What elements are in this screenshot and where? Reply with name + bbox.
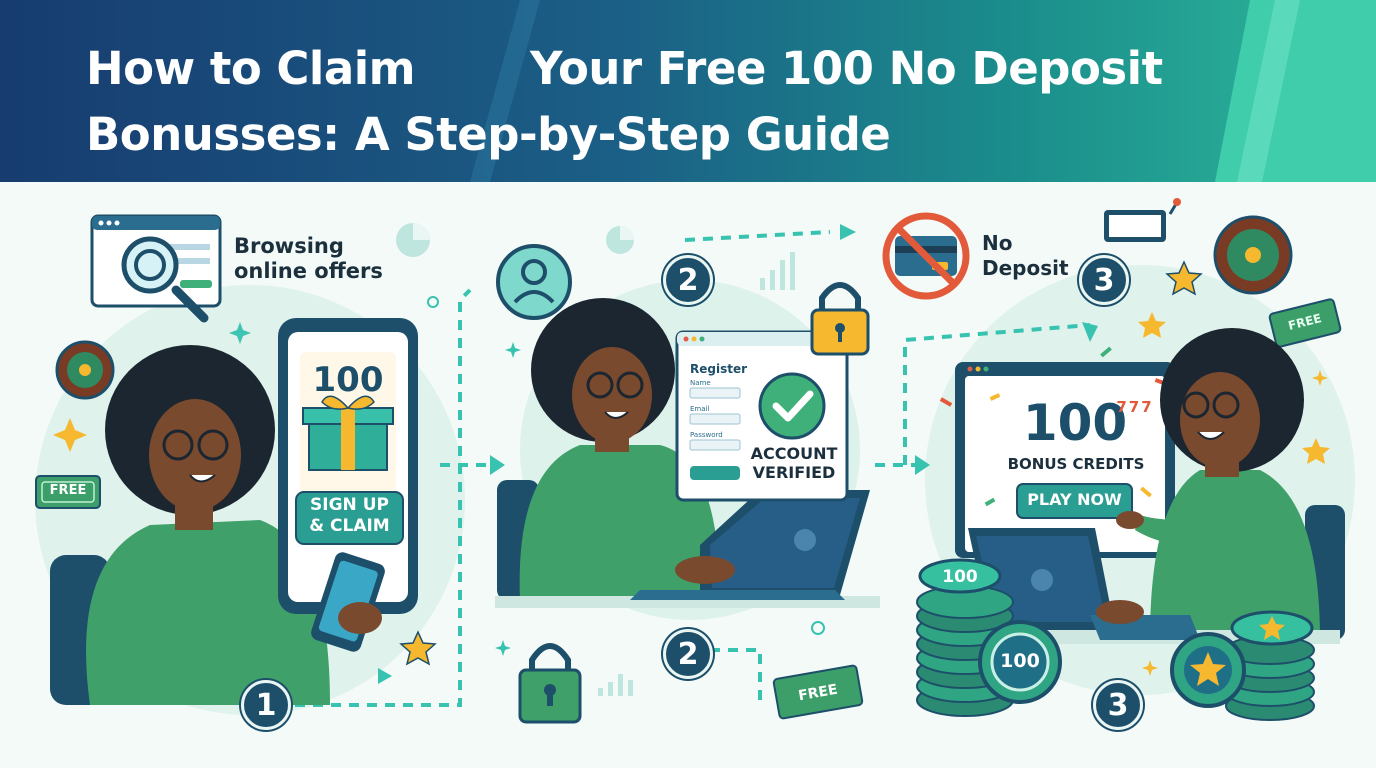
sign-up-claim-button[interactable]: SIGN UP & CLAIM: [296, 495, 403, 537]
sparkle-icon: [53, 418, 87, 452]
free-tag-label: FREE: [49, 483, 87, 498]
sparkle-icon: [229, 322, 251, 344]
step3-number-badge-top: 3: [1079, 255, 1129, 305]
step3-label-line2: Deposit: [982, 256, 1069, 280]
phone-bonus-amount: 100: [312, 360, 384, 400]
sparkle-icon: [505, 342, 521, 358]
step2-number-badge-top: 2: [663, 255, 713, 305]
bonus-monitor: [955, 362, 1175, 558]
step1-label-line2: online offers: [234, 259, 383, 283]
magnifier-icon: [121, 236, 209, 323]
casino-chip: [978, 620, 1062, 704]
bar-chart-icon: [598, 674, 633, 696]
pie-chart-icon: [606, 226, 634, 254]
step3-label: No Deposit: [982, 231, 1069, 281]
person-playing: [1116, 328, 1345, 640]
star-icon: [1165, 260, 1203, 296]
account-verified-text: ACCOUNT VERIFIED: [748, 444, 840, 482]
sparkle-icon: [495, 640, 511, 656]
free-ticket-icon: [1268, 298, 1342, 348]
sign-up-claim-button-bg: [295, 491, 404, 545]
sign-up-claim-line1: SIGN UP: [310, 495, 389, 515]
roulette-wheel-icon: [55, 340, 115, 400]
padlock-icon: [810, 282, 870, 356]
pie-chart-icon: [396, 223, 430, 257]
sign-up-claim-line2: & CLAIM: [309, 516, 390, 536]
register-name-label: Name: [690, 379, 711, 387]
star-icon: [1138, 312, 1166, 338]
chip-stack: [1225, 610, 1315, 721]
free-ticket-icon: [772, 664, 864, 720]
arrow-right-icon: [490, 455, 505, 475]
banner-background: [0, 0, 1376, 182]
arrow-down-icon: [1082, 322, 1098, 342]
account-verified-line1: ACCOUNT: [750, 444, 838, 463]
illustration-graphics: [35, 198, 1355, 724]
star-icon: [399, 630, 437, 666]
star-icon: [1302, 438, 1330, 464]
step1-label: Browsing online offers: [234, 234, 383, 284]
laptop: [630, 490, 870, 600]
play-triangle-icon: [378, 668, 392, 684]
sparkle-icon: [1142, 660, 1158, 676]
dot-decoration: [427, 296, 439, 308]
registration-form-window: [675, 330, 849, 502]
register-form-title: Register: [690, 362, 748, 376]
chip-stack-value: 100: [942, 567, 978, 587]
title-line-2: Bonusses: A Step-by-Step Guide: [86, 108, 891, 161]
bar-chart-icon: [760, 252, 795, 290]
sparkle-icon: [1312, 370, 1328, 386]
roulette-wheel-icon: [1213, 215, 1293, 295]
step3-label-line1: No: [982, 231, 1013, 255]
step1-label-line1: Browsing: [234, 234, 344, 258]
free-ticket-icon: [35, 475, 101, 509]
title-line-1b: Your Free 100 No Deposit: [530, 42, 1163, 95]
step2-number-badge-bottom: 2: [663, 629, 713, 679]
steps-illustration: Browsing online offers 100 SIGN UP & CLA…: [0, 182, 1376, 768]
arrow-right-icon: [915, 455, 930, 475]
hand-held-phone: [311, 552, 385, 652]
title-line-1a: How to Claim: [86, 42, 416, 95]
slot-machine-reels: 777: [1116, 398, 1154, 416]
play-now-button[interactable]: PLAY NOW: [1027, 490, 1122, 509]
person-browsing: [50, 345, 330, 705]
checkmark-icon: [758, 372, 826, 440]
star-chip: [1170, 632, 1246, 708]
flow-connectors: [295, 230, 1091, 707]
padlock-icon: [518, 643, 582, 724]
arrow-right-icon: [840, 224, 856, 240]
step3-number-badge-bottom: 3: [1093, 680, 1143, 730]
no-credit-card-icon: [882, 212, 970, 300]
bonus-amount: 100: [1022, 394, 1128, 452]
dot-decoration: [811, 621, 825, 635]
bonus-credits-caption: BONUS CREDITS: [1007, 455, 1145, 473]
user-profile-icon: [496, 244, 572, 320]
title-banner: How to Claim Your Free 100 No Deposit Bo…: [0, 0, 1376, 182]
step1-number-badge: 1: [241, 680, 291, 730]
register-email-label: Email: [690, 405, 710, 413]
person-registering: [497, 298, 720, 600]
account-verified-line2: VERIFIED: [752, 463, 836, 482]
gift-box-icon: [302, 395, 394, 471]
register-password-label: Password: [690, 431, 723, 439]
slot-machine-icon: [1104, 198, 1181, 242]
casino-chip-value: 100: [1000, 650, 1040, 672]
